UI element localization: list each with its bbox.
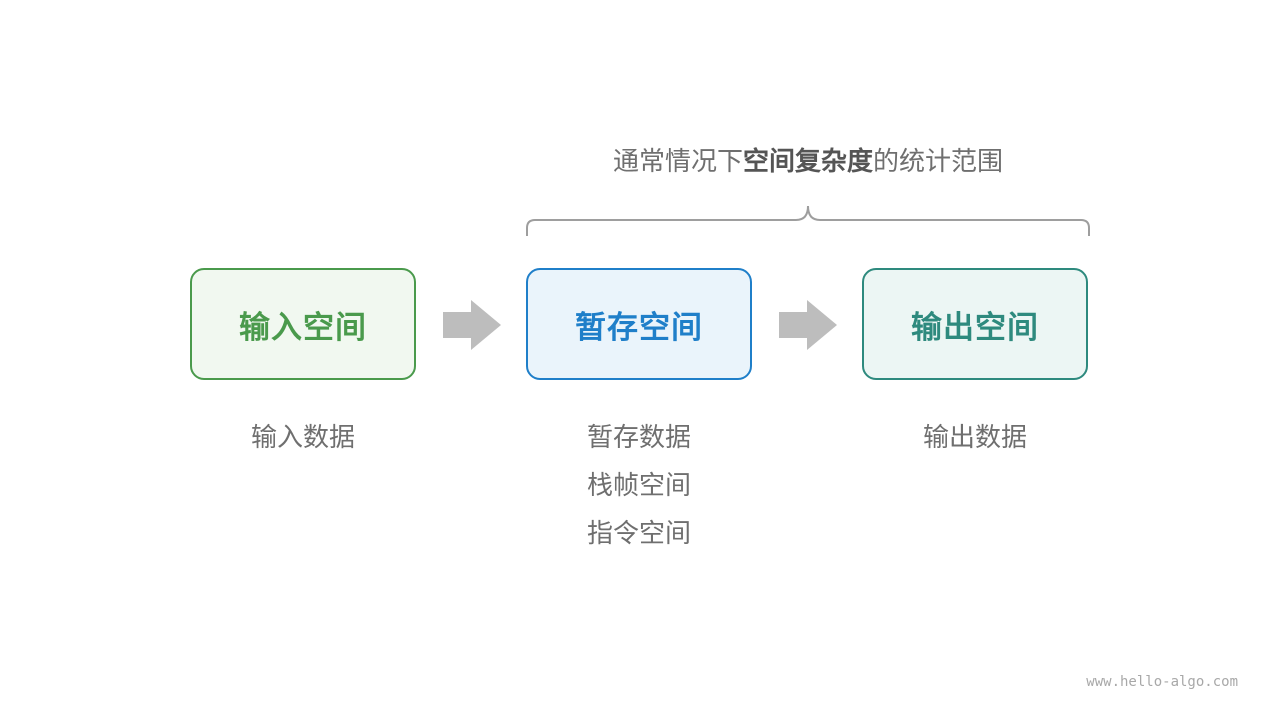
- watermark: www.hello-algo.com: [1086, 674, 1238, 690]
- input-space-items: 输入数据: [190, 414, 416, 462]
- list-item: 指令空间: [586, 519, 691, 549]
- input-space-box: 输入空间: [190, 268, 416, 380]
- arrow-icon: [443, 300, 501, 350]
- output-space-box: 输出空间: [862, 268, 1088, 380]
- scope-caption: 通常情况下空间复杂度的统计范围: [520, 142, 1096, 182]
- brace-path: [526, 205, 1090, 236]
- arrow-icon: [779, 300, 837, 350]
- temp-space-box: 暂存空间: [526, 268, 752, 380]
- output-space-items: 输出数据: [862, 414, 1088, 462]
- scope-brace: [526, 205, 1090, 236]
- caption-suffix: 的统计范围: [873, 147, 1004, 177]
- list-item: 暂存数据: [586, 423, 691, 453]
- list-item: 栈帧空间: [586, 471, 691, 501]
- caption-highlight: 空间复杂度: [742, 147, 873, 177]
- temp-space-items: 暂存数据 栈帧空间 指令空间: [526, 414, 752, 558]
- caption-prefix: 通常情况下: [612, 147, 743, 177]
- list-item: 输入数据: [250, 423, 355, 453]
- list-item: 输出数据: [922, 423, 1027, 453]
